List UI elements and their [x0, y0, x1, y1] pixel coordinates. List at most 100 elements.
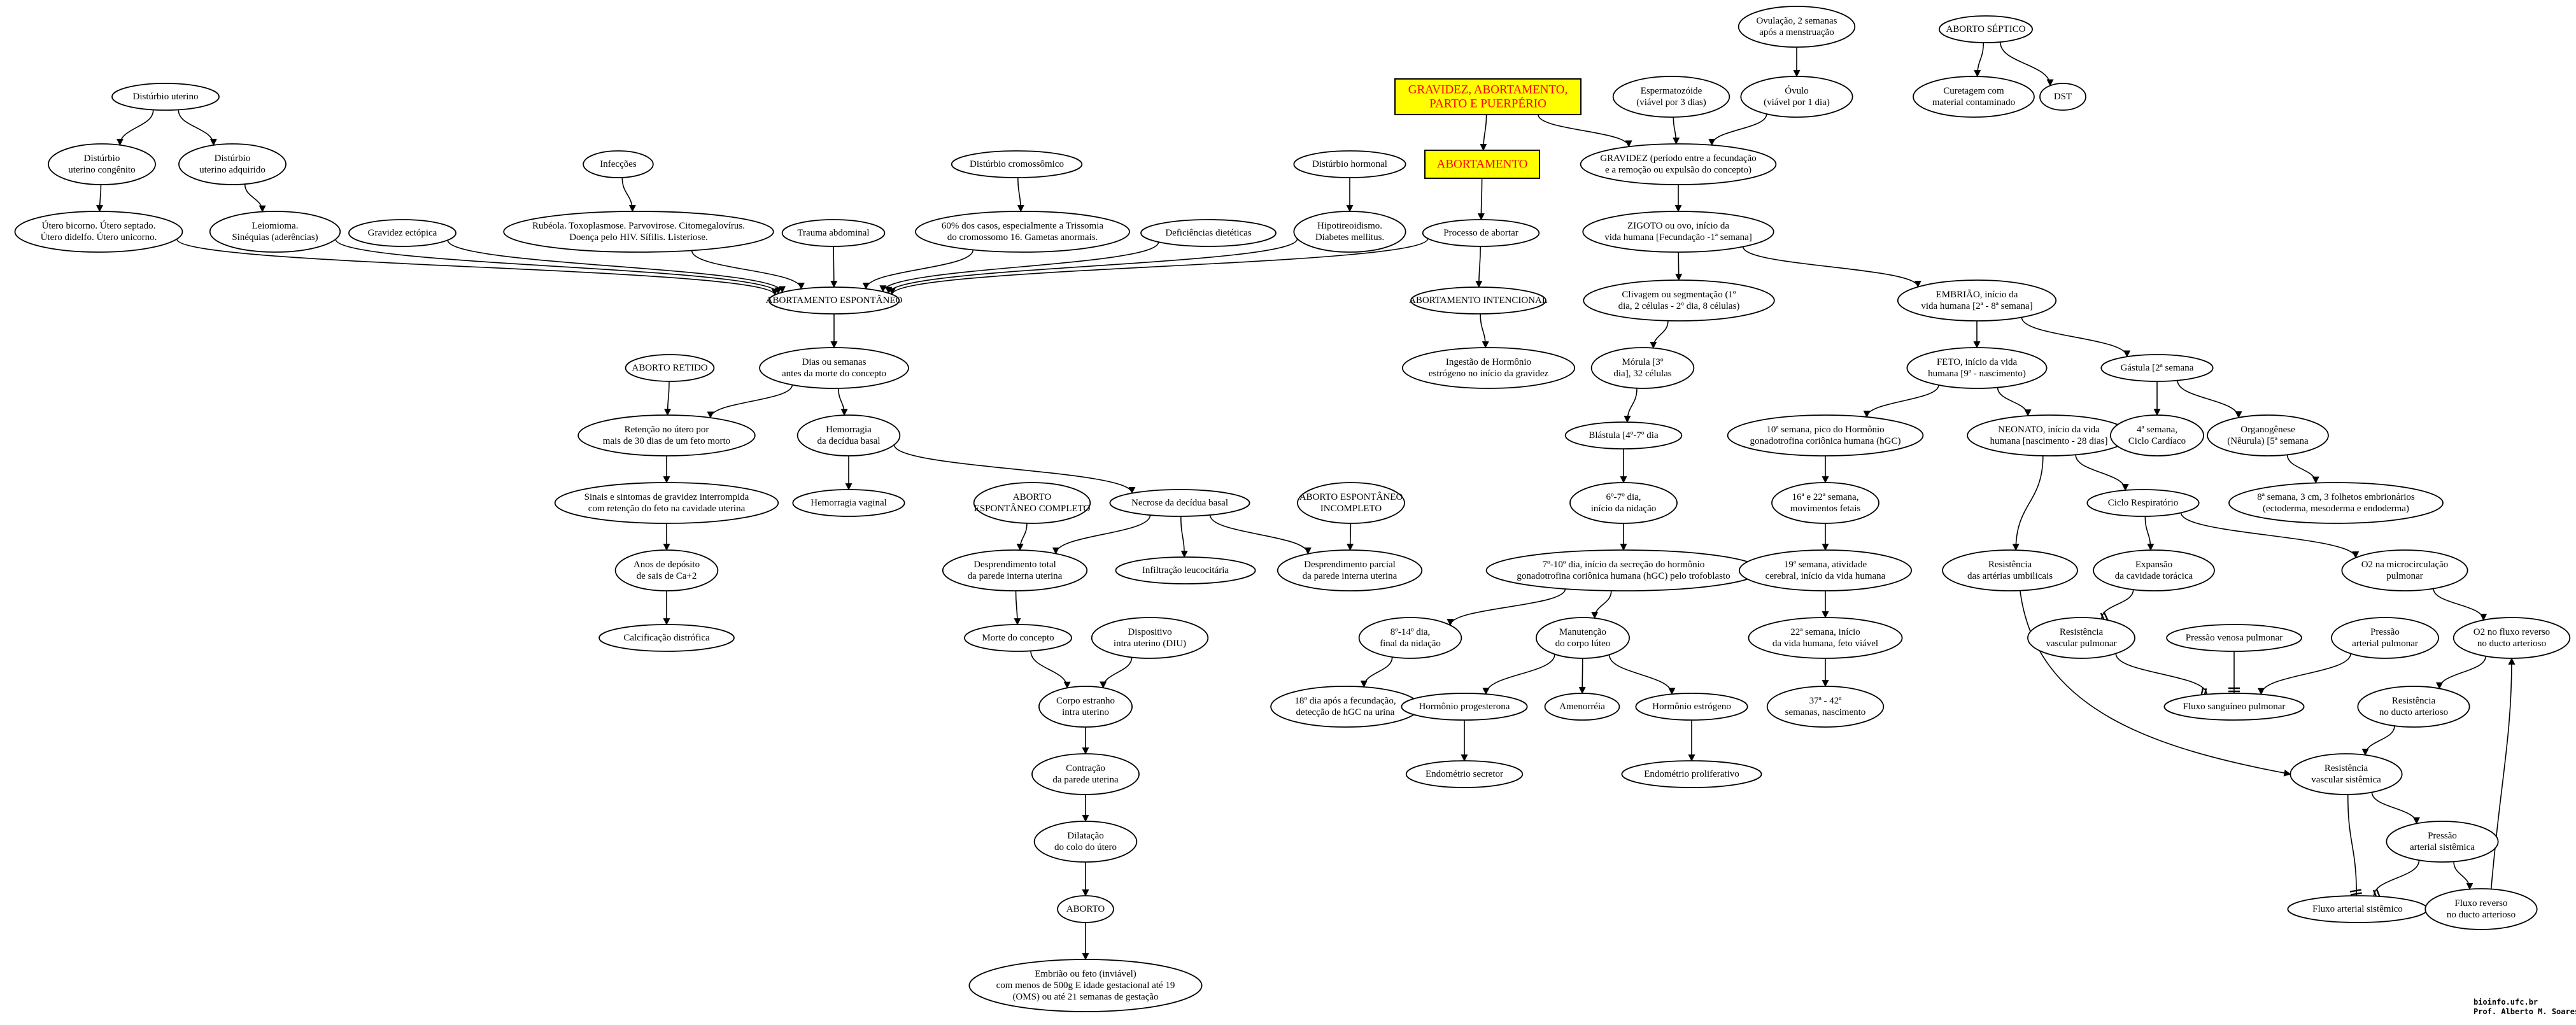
edge-disturbio-uterino-to-dist-adquirido: [178, 110, 217, 146]
node-semana16-22: 16ª e 22ª semana,movimentos fetais: [1771, 482, 1879, 524]
edge-path: [1608, 654, 1676, 695]
node-label-line: GRAVIDEZ (período entre a fecundação: [1600, 153, 1756, 164]
node-label-line: Contração: [1066, 763, 1105, 774]
edge-diu-to-corpo-estranho: [1100, 657, 1133, 689]
node-label-line: Pressão: [2370, 627, 2400, 637]
edge-clivagem-to-morula: [1650, 320, 1669, 349]
edge-necrose-to-desprend-total: [1052, 514, 1151, 555]
edge-path: [1475, 246, 1483, 288]
node-ellipse-shape: [1938, 15, 2033, 43]
node-label-line: DST: [2054, 92, 2072, 102]
node-ellipse-shape: [554, 482, 779, 524]
node-fluxo-arterial-sist: Fluxo arterial sistêmico: [2287, 895, 2428, 923]
node-label-line: ABORTAMENTO: [1437, 158, 1528, 171]
node-label-line: com menos de 500g E idade gestacional at…: [996, 980, 1175, 991]
node-label-line: Dispositivo: [1128, 627, 1171, 637]
node-label-line: da parede uterina: [1052, 775, 1119, 785]
edge-path: [2021, 317, 2131, 358]
node-ellipse-shape: [503, 211, 774, 253]
node-hipotireoidismo: Hipotireoidismo.Diabetes mellitus.: [1293, 211, 1406, 253]
node-label-line: Retenção no útero por: [625, 425, 709, 435]
edge-corpo-luteo-to-amenorreia: [1578, 658, 1586, 695]
edge-path: [893, 444, 1136, 494]
node-label-line: uterino adquirido: [199, 165, 265, 175]
node-processo-abortar: Processo de abortar: [1422, 219, 1540, 247]
edge-path: [176, 239, 779, 296]
node-label-line: Fluxo reverso: [2455, 898, 2508, 908]
node-ellipse-shape: [973, 482, 1091, 524]
node-disturbio-uterino: Distúrbio uterino: [111, 83, 220, 111]
node-label-line: Ingestão de Hormônio: [1446, 357, 1531, 367]
edge-path: [1477, 178, 1485, 221]
node-label-line: 7º-10º dia, início da secreção do hormôn…: [1543, 560, 1705, 570]
edge-morula-to-blastula: [1624, 388, 1638, 423]
node-label-line: material contaminado: [1932, 97, 2015, 108]
node-label-line: 18º dia após a fecundação,: [1294, 696, 1396, 706]
node-semana10: 10ª semana, pico do Hormôniogonadotrofin…: [1727, 414, 1924, 456]
node-estrogeno: Hormônio estrógeno: [1635, 693, 1748, 721]
node-ellipse-shape: [209, 211, 341, 253]
node-label-line: Blástula [4º-7º dia: [1589, 430, 1659, 441]
node-label-line: (ectoderma, mesoderma e endoderma): [2263, 504, 2409, 514]
node-label-line: 16ª e 22ª semana,: [1792, 492, 1859, 502]
node-label-line: ABORTO: [1013, 492, 1052, 502]
edge-path: [838, 388, 848, 416]
edge-expansao-toracica-to-resist-vasc-pulmonar: [2100, 589, 2134, 624]
node-label-line: dia], 32 células: [1613, 369, 1671, 379]
edge-leiomioma-to-aborto-espontaneo: [335, 239, 782, 295]
edge-ciclo-respiratorio-to-o2-micro: [2180, 512, 2360, 559]
node-ellipse-shape: [1583, 279, 1775, 322]
edge-dia8-14-to-dia18: [1360, 656, 1393, 688]
node-label-line: Rubéola. Toxoplasmose. Parvovirose. Cito…: [532, 221, 745, 231]
edge-path: [1030, 651, 1071, 689]
node-label-line: Dias ou semanas: [802, 357, 867, 367]
edge-resist-vasc-sistemica-to-pressao-arterial-sist: [2371, 792, 2421, 824]
edge-zigoto-to-embriao: [1743, 246, 1921, 288]
node-semana4: 4ª semana,Ciclo Cardíaco: [2109, 414, 2204, 456]
node-ellipse-shape: [2086, 489, 2200, 517]
node-label-line: Distúrbio cromossômico: [970, 159, 1064, 169]
node-ellipse-shape: [2027, 617, 2135, 659]
node-label-line: uterino congênito: [68, 165, 135, 175]
node-label-line: humana [nascimento - 28 dias]: [1990, 436, 2108, 446]
nodes-layer: GRAVIDEZ, ABORTAMENTO,PARTO E PUERPÉRIOA…: [14, 6, 2571, 1012]
node-ellipse-shape: [2424, 888, 2538, 930]
node-label-line: Útero bicorno. Útero septado.: [42, 220, 156, 231]
node-label-line: Desprendimento parcial: [1304, 560, 1396, 570]
node-label-line: estrógeno no início da gravidez: [1429, 369, 1549, 379]
edge-aborto-incompleto-to-desprend-parcial: [1347, 523, 1354, 551]
node-label-line: Trauma abdominal: [797, 228, 869, 238]
node-ellipse-shape: [1293, 211, 1406, 253]
node-dia18: 18º dia após a fecundação,detecção de hG…: [1270, 686, 1420, 728]
edge-o2-micro-to-o2-fluxo-reverso: [2433, 588, 2488, 621]
node-fluxo-pulmonar: Fluxo sanguíneo pulmonar: [2163, 693, 2305, 721]
node-ellipse-shape: [583, 150, 654, 178]
edge-path: [1863, 385, 1939, 418]
node-label-line: da cavidade torácica: [2115, 571, 2193, 581]
node-label-line: Sinais e sintomas de gravidez interrompi…: [584, 492, 749, 502]
edge-feto-to-neonato: [1997, 387, 2032, 417]
node-ellipse-shape: [48, 143, 156, 185]
node-label-line: pulmonar: [2386, 571, 2423, 581]
edge-path: [2012, 455, 2044, 551]
node-label-line: O2 no fluxo reverso: [2473, 627, 2550, 637]
node-ellipse-shape: [111, 83, 220, 111]
edge-abortamento-to-processo-abortar: [1477, 178, 1485, 221]
node-label-line: 22ª semana, início: [1790, 627, 1860, 637]
node-ellipse-shape: [1771, 482, 1879, 524]
node-ellipse-shape: [2093, 549, 2215, 591]
node-label-line: Necrose da decídua basal: [1131, 498, 1228, 508]
node-label-line: Processo de abortar: [1443, 228, 1518, 238]
credit-author: Prof. Alberto M. Soares: [2473, 1007, 2576, 1016]
node-label-line: do cromossomo 16. Gametas anormais.: [947, 232, 1098, 243]
edge-path: [1447, 588, 1566, 626]
node-label-line: ABORTO SÉPTICO: [1946, 24, 2025, 34]
